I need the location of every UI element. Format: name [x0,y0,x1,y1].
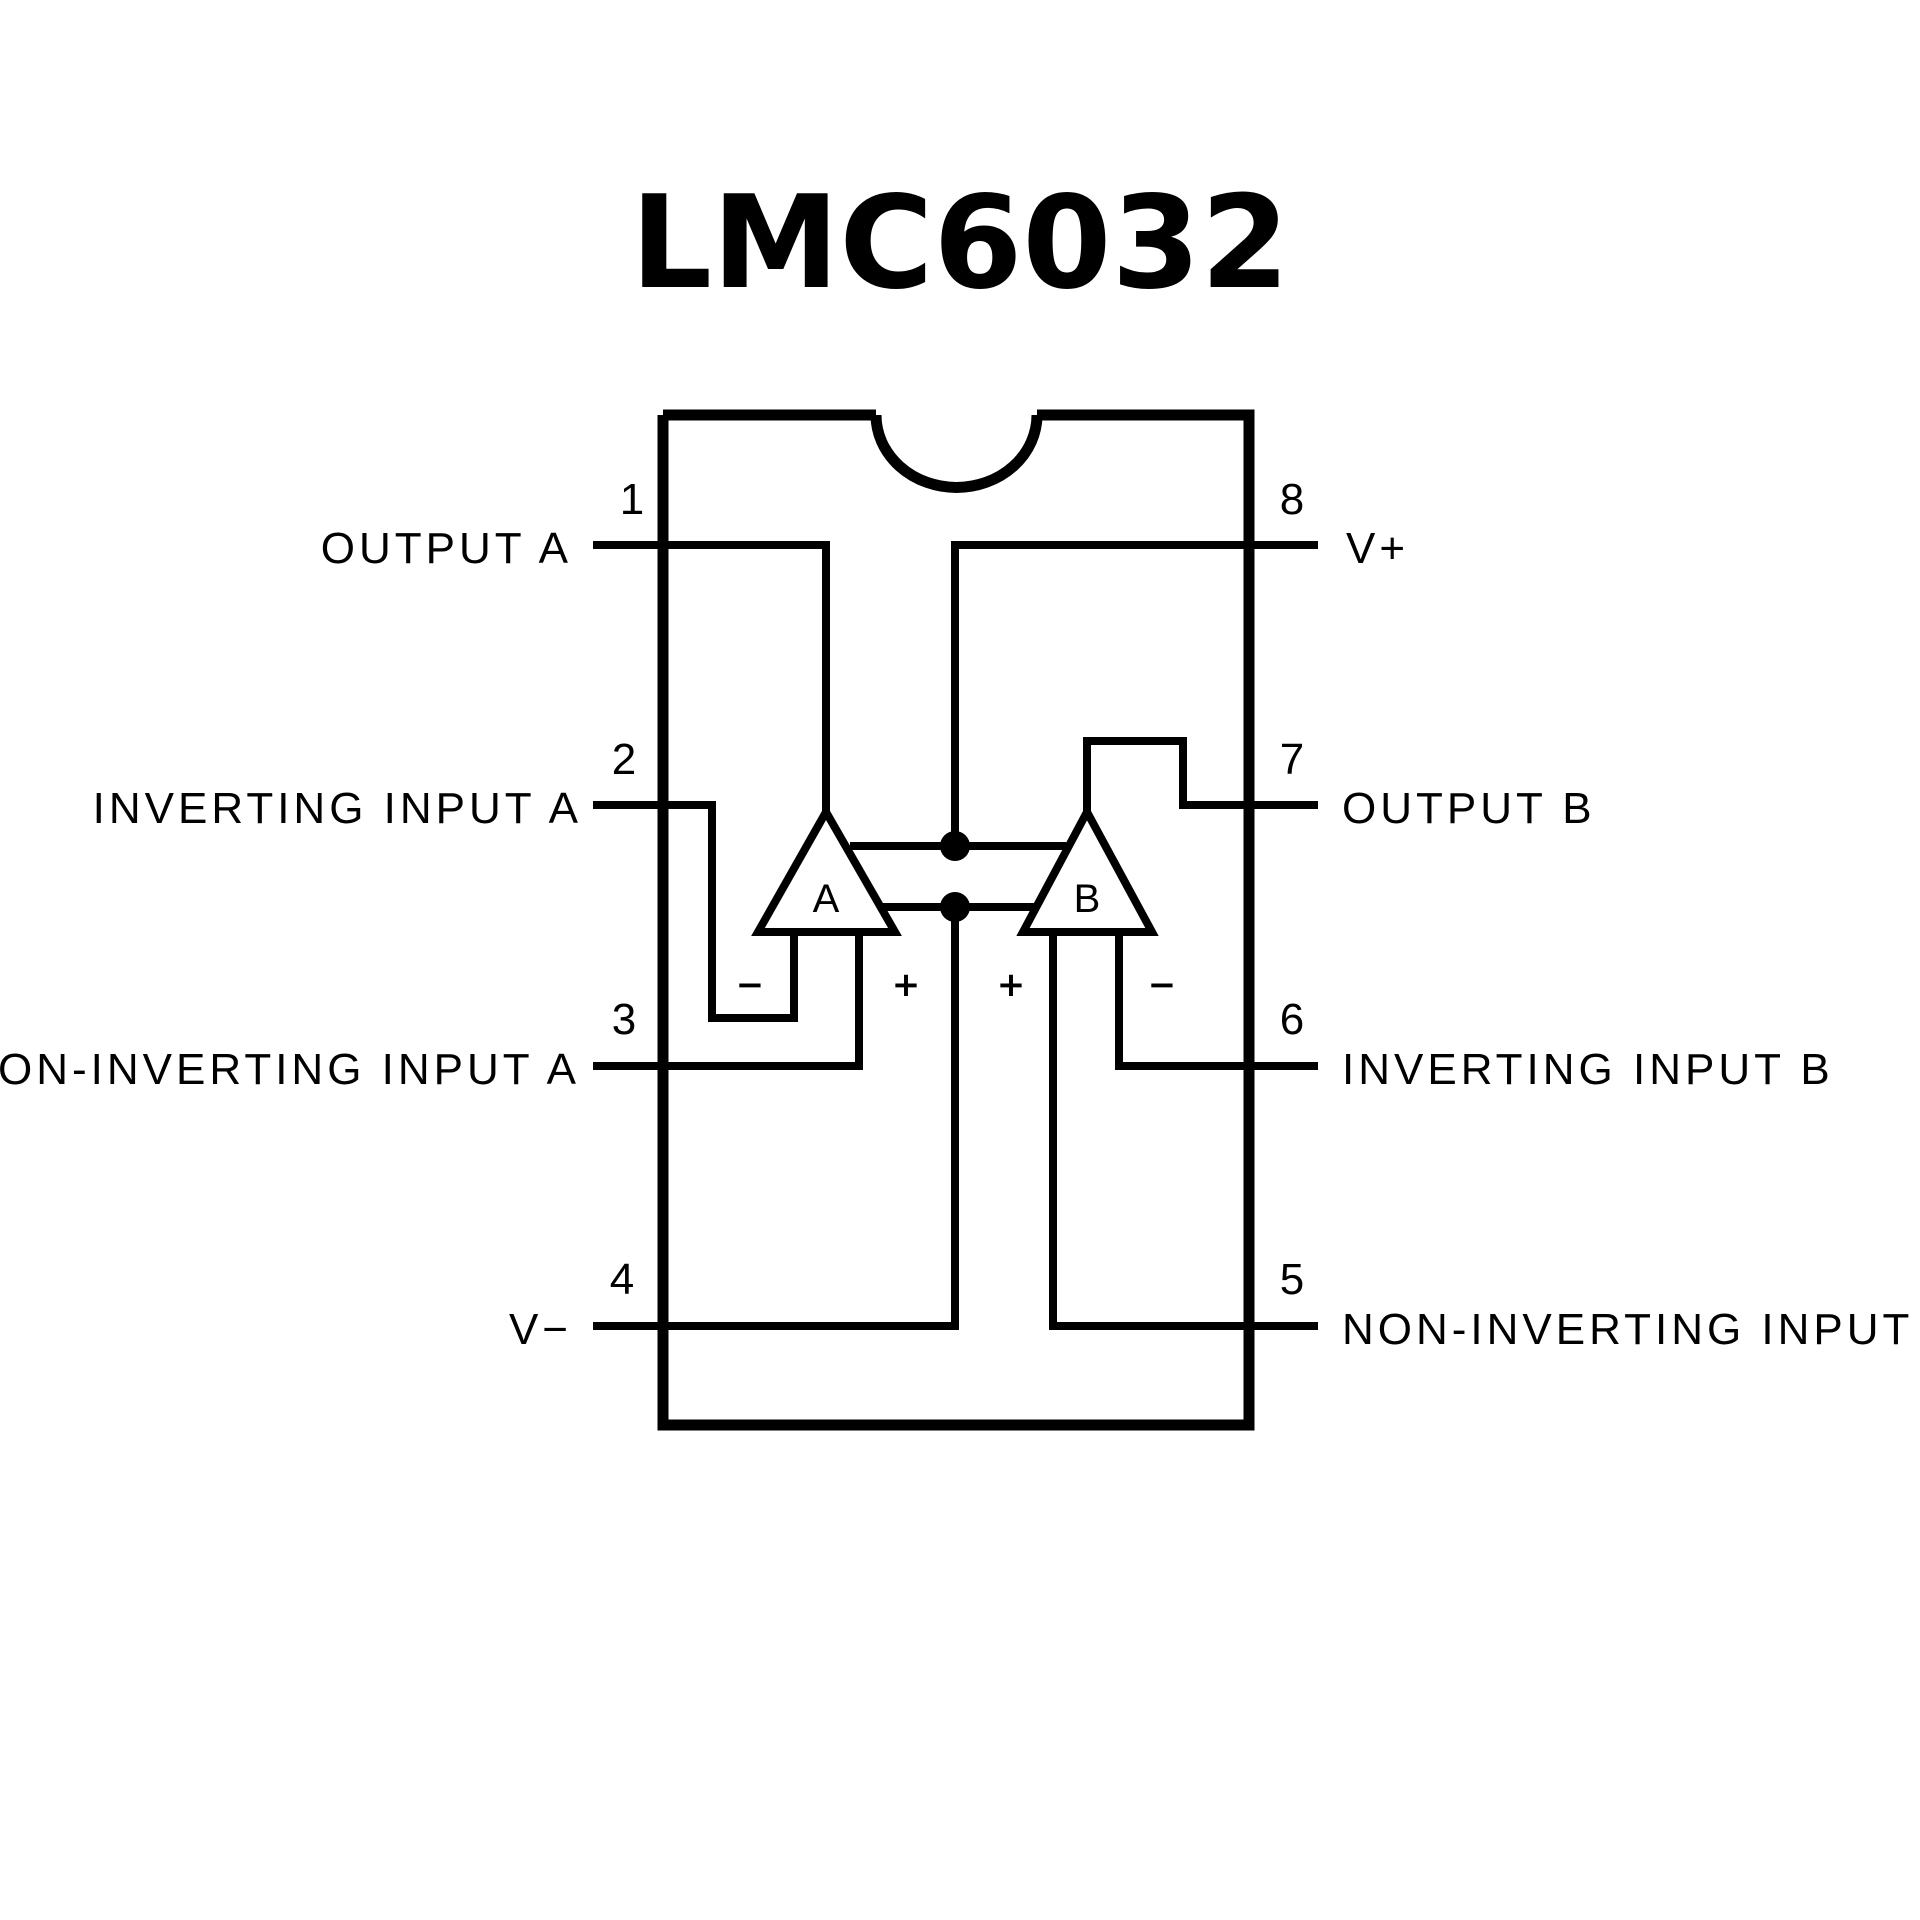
wire-noninverting-b [1049,928,1253,1330]
pin-number-8: 8 [1280,475,1304,524]
pin-label-1: OUTPUT A [321,524,572,573]
pin-label-4: V− [509,1305,572,1354]
pin-label-5: NON-INVERTING INPUT B [1342,1305,1920,1354]
pin-labels: OUTPUT A INVERTING INPUT A NON-INVERTING… [0,524,1920,1354]
opamp-a-label: A [813,877,840,921]
junction-dot-vminus [940,892,970,922]
pin-label-6: INVERTING INPUT B [1342,1045,1834,1094]
pin-number-3: 3 [612,995,636,1044]
pin-number-1: 1 [620,475,644,524]
opamp-b-triangle [1016,803,1159,936]
wire-noninverting-a [659,928,863,1070]
wire-output-a [659,541,830,816]
pin1-notch [870,414,1043,493]
opamp-b: B + − [997,803,1177,1005]
pin-label-7: OUTPUT B [1342,784,1596,833]
pin-label-8: V+ [1346,524,1409,573]
opamp-a-noninverting-sign: + [892,965,921,1005]
wire-inverting-a [659,801,798,1022]
opamp-b-inverting-sign: − [1148,965,1177,1005]
wire-vminus [659,903,959,1330]
wire-output-b [1083,737,1253,816]
pin-number-6: 6 [1280,995,1304,1044]
junction-dot-vplus [940,831,970,861]
opamp-a-triangle [751,803,902,936]
wire-vplus [951,541,1253,850]
wire-inverting-b [1115,928,1253,1070]
internal-wiring [659,541,1253,1330]
pin-number-7: 7 [1280,735,1304,784]
pin-numbers: 1 2 3 4 5 6 7 8 [610,475,1304,1304]
opamp-a: A − + [736,803,921,1005]
pin-stubs [593,541,1318,1330]
chip-title: LMC6032 [630,169,1289,318]
opamp-b-noninverting-sign: + [997,965,1026,1005]
pin-label-3: NON-INVERTING INPUT A [0,1045,580,1094]
opamp-a-inverting-sign: − [736,965,765,1005]
pin-number-5: 5 [1280,1255,1304,1304]
opamp-b-label: B [1074,877,1101,921]
pin-label-2: INVERTING INPUT A [93,784,582,833]
pin-number-4: 4 [610,1255,634,1304]
pin-number-2: 2 [612,735,636,784]
package-outline [657,409,1255,1431]
